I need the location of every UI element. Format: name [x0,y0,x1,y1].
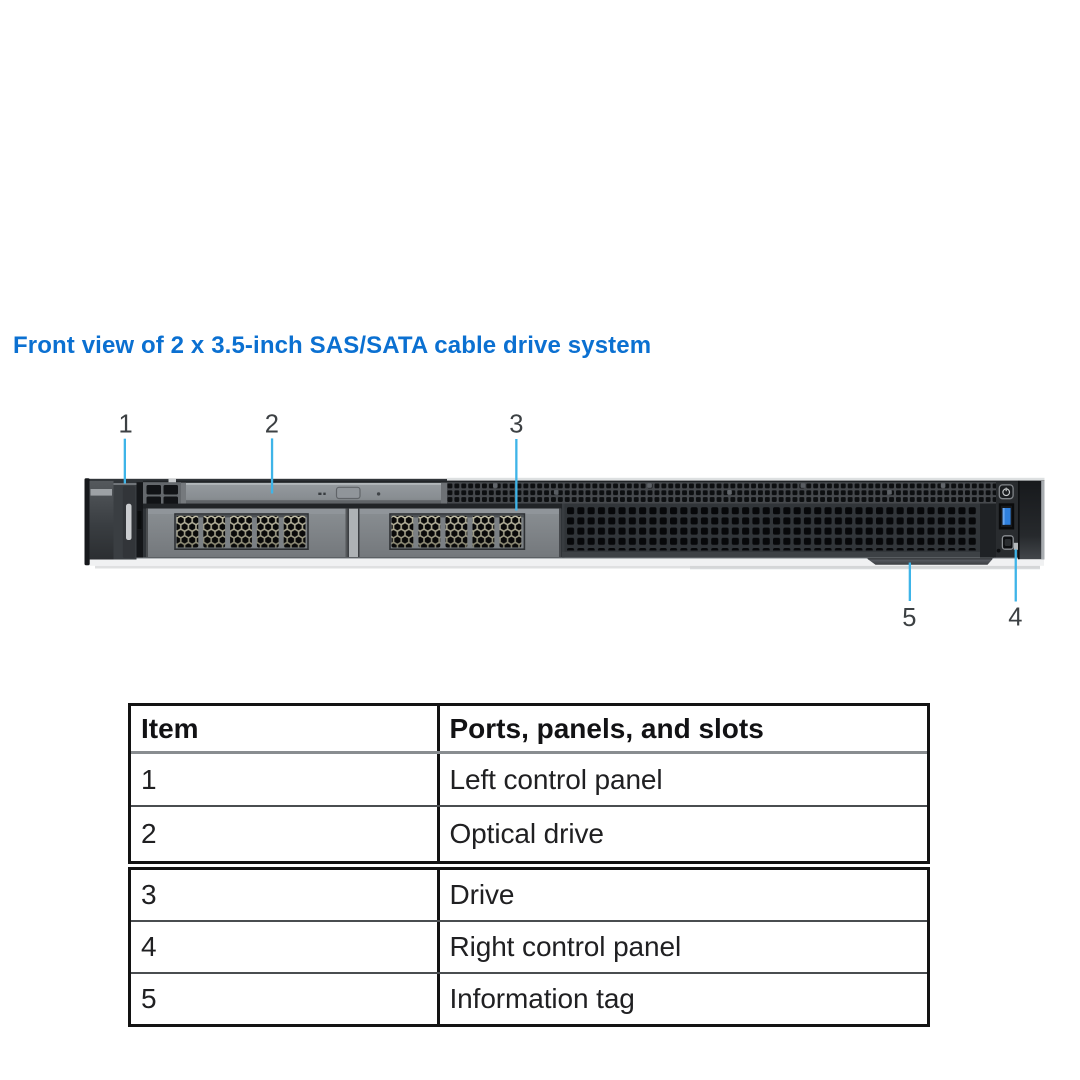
right-panel-notch [1013,542,1019,550]
figure-title: Front view of 2 x 3.5-inch SAS/SATA cabl… [13,332,652,359]
svg-text:2: 2 [265,410,279,438]
right-rack-ear [1018,480,1045,560]
row-item-number: 5 [131,974,440,1024]
drive-tray-1 [146,508,348,557]
optical-emergency-eject-hole [376,492,381,496]
micro-usb-port [1001,535,1014,550]
tray-1-vent-clusters [176,515,306,548]
table-header-row: Item Ports, panels, and slots [131,706,927,754]
left-vent-grille [143,482,181,507]
callout-line-1 [123,438,126,484]
callouts: 1 2 3 4 5 [119,410,1023,632]
usb-port [998,503,1015,530]
svg-text:3: 3 [509,411,523,439]
ports-table-lower: 3 Drive 4 Right control panel 5 Informat… [128,867,930,1027]
tray-divider [347,508,360,557]
main-vent-grille [562,503,996,558]
column-header-item: Item [131,706,440,751]
tray-2-vent-clusters [391,515,522,548]
table-row: 5 Information tag [131,972,927,1024]
optical-drive [181,482,447,504]
table-row: 3 Drive [131,870,927,920]
row-item-label: Left control panel [449,763,663,795]
drive-tray-2 [359,508,561,557]
callout-drive: 3 [509,411,523,511]
ports-table-upper: Item Ports, panels, and slots 1 Left con… [128,703,930,864]
power-icon [1002,487,1011,497]
table-row: 1 Left control panel [131,754,927,805]
chassis-bottom-lip [85,557,1044,566]
callout-information-tag: 5 [902,562,916,632]
callout-optical-drive: 2 [265,410,279,494]
callout-line-5 [908,562,911,601]
row-item-label: Information tag [449,983,635,1014]
svg-text:4: 4 [1008,603,1022,631]
chassis-shadow [95,565,1040,569]
svg-text:1: 1 [119,411,133,439]
status-led [996,548,1001,553]
drive-bays [143,508,562,558]
callout-line-3 [515,439,518,511]
server-chassis [84,477,1045,570]
column-header-ports: Ports, panels, and slots [449,712,764,744]
optical-eject-button [335,486,361,500]
svg-text:5: 5 [902,604,916,632]
row-item-label: Optical drive [449,818,604,849]
right-control-panel [996,482,1019,558]
row-item-number: 4 [131,922,440,972]
callout-line-2 [270,438,274,494]
optical-drive-led [318,492,322,495]
row-item-label: Right control panel [449,931,682,962]
row-item-number: 1 [131,754,440,805]
callout-right-control-panel: 4 [1008,549,1022,631]
row-item-number: 2 [131,807,440,861]
row-item-label: Drive [449,879,515,910]
row-item-number: 3 [131,870,440,920]
top-vent-strip [447,482,996,504]
server-front-view-figure: 1 2 3 4 5 [84,410,1045,632]
table-row: 2 Optical drive [131,805,927,861]
left-control-panel [84,478,143,566]
table-row: 4 Right control panel [131,920,927,972]
information-tag [866,558,994,565]
callout-line-4 [1014,549,1017,602]
power-button [998,484,1014,500]
callout-left-control-panel: 1 [119,411,133,484]
